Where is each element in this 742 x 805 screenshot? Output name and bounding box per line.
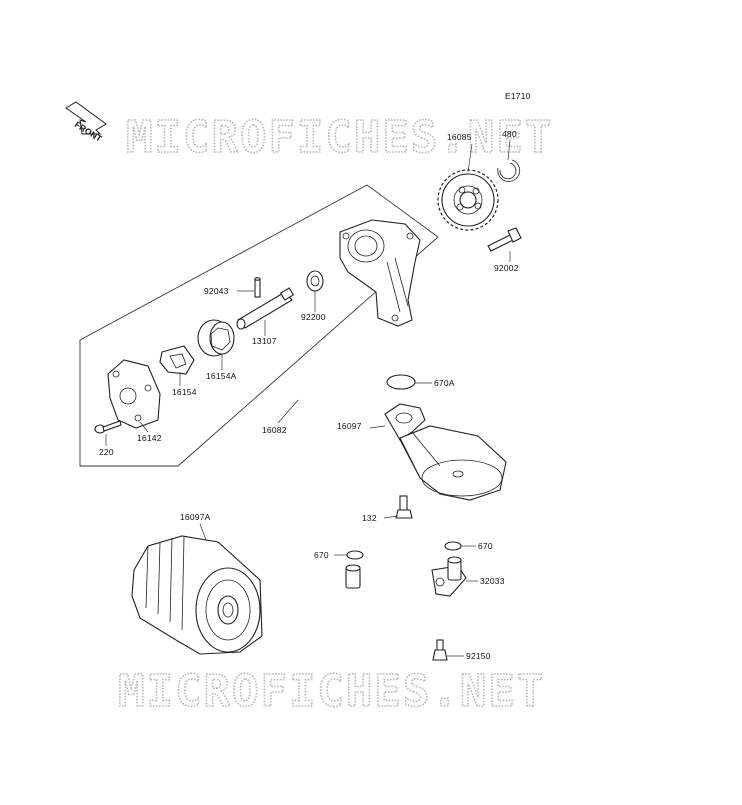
diagram-code: E1710 <box>505 91 531 101</box>
pin-92043 <box>254 277 261 298</box>
shaft-13107 <box>236 287 295 330</box>
label-32033: 32033 <box>480 576 505 586</box>
label-16154: 16154 <box>172 387 197 397</box>
oil-strainer-16097 <box>384 403 507 501</box>
bolt-132 <box>395 495 413 519</box>
o-ring-670a <box>386 374 416 390</box>
label-16097: 16097 <box>337 421 362 431</box>
o-ring-670-left <box>346 550 364 560</box>
oil-pump-assembly-frame <box>79 184 439 467</box>
label-16097a: 16097A <box>180 512 211 522</box>
label-92200: 92200 <box>301 312 326 322</box>
label-670a: 670A <box>434 378 455 388</box>
bolt-92002 <box>487 227 522 252</box>
cover-16142 <box>107 359 161 429</box>
washer-92200 <box>306 270 324 292</box>
label-92150: 92150 <box>466 651 491 661</box>
label-16082: 16082 <box>262 425 287 435</box>
rotor-16154a <box>197 319 235 357</box>
circlip-480 <box>497 159 521 182</box>
label-16085: 16085 <box>447 132 472 142</box>
label-480: 480 <box>502 129 517 139</box>
screw-220 <box>94 420 122 434</box>
label-670-right: 670 <box>478 541 493 551</box>
label-132: 132 <box>362 513 377 523</box>
label-92002: 92002 <box>494 263 519 273</box>
label-16142: 16142 <box>137 433 162 443</box>
label-220: 220 <box>99 447 114 457</box>
watermark-top: MICROFICHES.NET <box>126 112 553 163</box>
label-670-left: 670 <box>314 550 329 560</box>
label-92043: 92043 <box>204 286 229 296</box>
rotor-16154 <box>159 345 195 375</box>
oil-pump-body <box>339 219 421 327</box>
leader-lines <box>105 139 511 657</box>
watermark-bottom: MICROFICHES.NET <box>118 666 545 717</box>
sprocket-16085 <box>437 169 499 231</box>
oil-filter-16097a <box>131 535 263 655</box>
label-13107: 13107 <box>252 336 277 346</box>
label-16154a: 16154A <box>206 371 237 381</box>
oil-pipe-32033 <box>345 556 467 624</box>
front-arrow-icon: FRONT <box>65 101 107 144</box>
o-ring-670-right <box>444 541 462 551</box>
bolt-92150 <box>432 639 448 661</box>
